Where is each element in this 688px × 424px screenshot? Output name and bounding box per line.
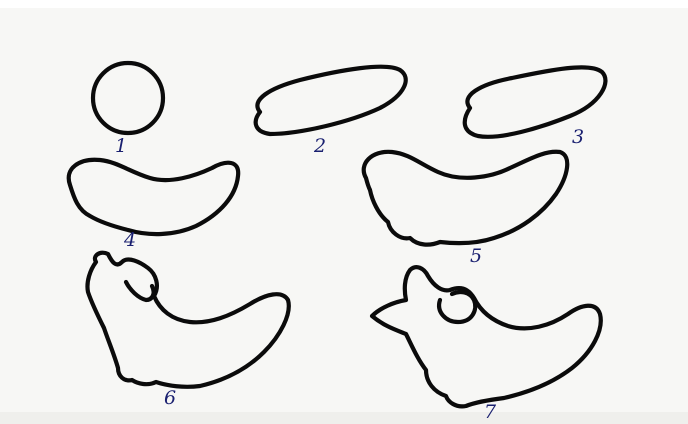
figure-6-outline	[87, 253, 288, 387]
figure-7-label: 7	[484, 401, 497, 423]
figure-3: 3	[465, 67, 606, 148]
figure-1-label: 1	[115, 135, 127, 157]
figure-3-label: 3	[572, 126, 584, 148]
figure-7-outline	[372, 267, 601, 406]
figure-5-label: 5	[470, 245, 482, 267]
figure-4: 4	[69, 160, 238, 251]
figure-4-outline	[69, 160, 238, 234]
figure-7-head-loop	[439, 292, 475, 322]
figure-1-outline	[93, 63, 163, 133]
figure-7: 7	[372, 267, 601, 423]
figure-1: 1	[93, 63, 163, 157]
figure-6-inner-curl	[126, 282, 154, 300]
figure-5-outline	[364, 152, 568, 245]
figure-3-outline	[465, 67, 606, 136]
figure-2: 2	[256, 67, 406, 157]
figure-6: 6	[87, 253, 288, 409]
figure-2-label: 2	[313, 135, 326, 157]
figure-4-label: 4	[123, 229, 136, 251]
figure-2-outline	[256, 67, 406, 134]
figure-5: 5	[364, 152, 568, 267]
figure-6-label: 6	[164, 387, 176, 409]
